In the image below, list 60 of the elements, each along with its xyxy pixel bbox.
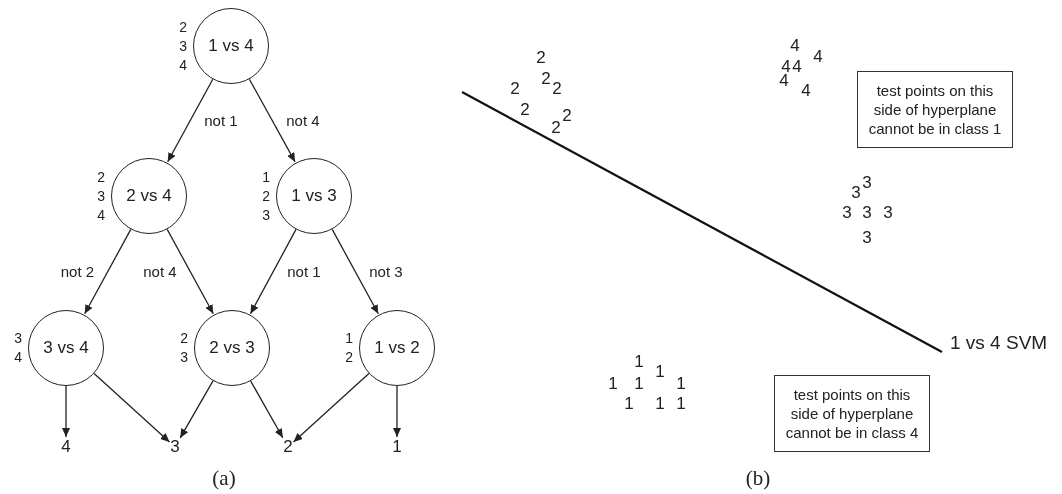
- arrow: [250, 380, 284, 439]
- class-list: 1 2: [345, 329, 353, 367]
- class-label: 1: [392, 438, 402, 456]
- data-point-label: 4: [792, 60, 802, 74]
- node-label: 2 vs 3: [209, 338, 255, 358]
- data-point-label: 4: [790, 39, 800, 53]
- class-label: 4: [61, 438, 71, 456]
- data-point-label: 1: [655, 397, 665, 411]
- data-point-label: 1: [676, 377, 686, 391]
- class-list: 3 4: [14, 329, 22, 367]
- data-point-label: 1: [655, 365, 665, 379]
- data-point-label: 4: [781, 60, 791, 74]
- panel-label: (a): [212, 466, 236, 490]
- data-point-label: 2: [562, 109, 572, 123]
- data-point-label: 1: [634, 355, 644, 369]
- node-label: 2 vs 4: [126, 186, 172, 206]
- arrow: [167, 78, 214, 163]
- arrow: [248, 78, 296, 163]
- node-label: 3 vs 4: [43, 338, 89, 358]
- line-label: 1 vs 4 SVM: [950, 332, 1048, 354]
- class-list: 2 3 4: [179, 17, 187, 75]
- class-label: 2: [283, 438, 293, 456]
- data-point-label: 4: [801, 84, 811, 98]
- class-label: 3: [170, 438, 180, 456]
- note-box: test points on this side of hyperplane cannot be in class 4: [774, 375, 930, 452]
- panel-label: (b): [745, 466, 771, 490]
- class-list: 1 2 3: [262, 167, 270, 225]
- class-list: 2 3: [180, 329, 188, 367]
- data-point-label: 3: [851, 186, 861, 200]
- data-point-label: 3: [883, 206, 893, 220]
- data-point-label: 3: [862, 176, 872, 190]
- arrow: [62, 385, 70, 438]
- arrow: [331, 228, 379, 315]
- arrow: [249, 228, 297, 315]
- data-point-label: 1: [676, 397, 686, 411]
- data-point-label: 2: [510, 82, 520, 96]
- arrow: [93, 372, 171, 443]
- arrow: [84, 228, 132, 315]
- arrow: [166, 228, 214, 315]
- data-point-label: 4: [779, 74, 789, 88]
- data-point-label: 4: [813, 50, 823, 64]
- data-point-label: 3: [842, 206, 852, 220]
- class-list: 2 3 4: [97, 167, 105, 225]
- data-point-label: 2: [536, 51, 546, 65]
- data-point-label: 1: [634, 377, 644, 391]
- data-point-label: 1: [608, 377, 618, 391]
- data-point-label: 2: [551, 121, 561, 135]
- data-point-label: 3: [862, 231, 872, 245]
- node-label: 1 vs 3: [291, 186, 337, 206]
- node-label: 1 vs 2: [374, 338, 420, 358]
- node-label: 1 vs 4: [208, 36, 254, 56]
- arrow: [179, 380, 214, 439]
- arrow: [292, 372, 370, 443]
- note-box: test points on this side of hyperplane cannot be in class 1: [857, 71, 1013, 148]
- data-point-label: 2: [541, 72, 551, 86]
- data-point-label: 3: [862, 206, 872, 220]
- data-point-label: 2: [552, 82, 562, 96]
- data-point-label: 2: [520, 103, 530, 117]
- data-point-label: 1: [624, 397, 634, 411]
- arrow: [393, 385, 401, 438]
